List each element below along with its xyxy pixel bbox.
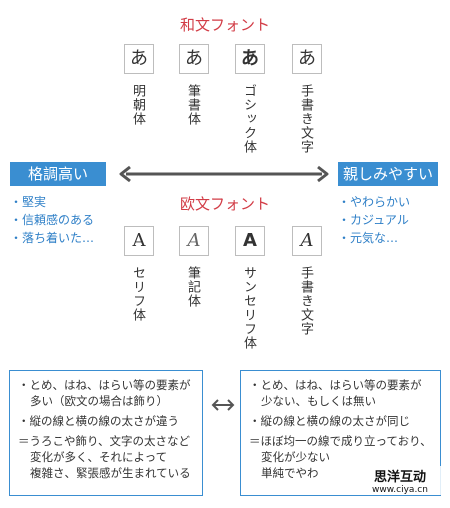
formal-note-2: ・縦の線と横の線の太さが違う bbox=[18, 414, 179, 428]
formal-notes-box: ・とめ、はね、はらい等の要素が 多い（欧文の場合は飾り） ・縦の線と横の線の太さ… bbox=[9, 370, 203, 496]
friendly-note-3: ＝ほぼ均一の線で成り立っており、 bbox=[249, 434, 432, 448]
friendly-note-1b: 少ない、もしくは無い bbox=[261, 394, 376, 408]
glyph-sans-serif: A bbox=[235, 226, 265, 256]
label-script: 筆記体 bbox=[185, 266, 200, 308]
friendly-trait: やわらかい bbox=[338, 193, 410, 211]
double-arrow-icon bbox=[119, 165, 329, 183]
friendly-traits: やわらかい カジュアル 元気な… bbox=[338, 193, 410, 247]
formal-traits: 堅実 信頼感のある 落ち着いた… bbox=[10, 193, 94, 247]
friendly-note-3b: 変化が少ない bbox=[261, 450, 330, 464]
friendly-badge: 親しみやすい bbox=[338, 162, 438, 186]
formal-trait: 堅実 bbox=[10, 193, 94, 211]
formal-trait: 信頼感のある bbox=[10, 211, 94, 229]
friendly-note-1: ・とめ、はね、はらい等の要素が bbox=[249, 378, 422, 392]
label-handwritten: 手書き文字 bbox=[298, 84, 313, 154]
western-fonts-title: 欧文フォント bbox=[179, 195, 270, 213]
formal-note-1: ・とめ、はね、はらい等の要素が bbox=[18, 378, 191, 392]
glyph-mincho: あ bbox=[124, 44, 154, 74]
watermark-url: www.ciya.cn bbox=[372, 485, 428, 495]
label-mincho: 明朝体 bbox=[130, 84, 145, 126]
formal-badge: 格調高い bbox=[10, 162, 106, 186]
glyph-gothic: あ bbox=[235, 44, 265, 74]
glyph-serif: A bbox=[124, 226, 154, 256]
label-gothic: ゴシック体 bbox=[241, 84, 256, 154]
label-hand-latin: 手書き文字 bbox=[298, 266, 313, 336]
watermark: 思洋互动 www.ciya.cn bbox=[352, 466, 448, 495]
glyph-script: A bbox=[179, 226, 209, 256]
glyph-handwritten: あ bbox=[292, 44, 322, 74]
friendly-note-2: ・縦の線と横の線の太さが同じ bbox=[249, 414, 410, 428]
friendly-note-3c: 単純でやわ bbox=[261, 466, 319, 480]
friendly-notes-box: ・とめ、はね、はらい等の要素が 少ない、もしくは無い ・縦の線と横の線の太さが同… bbox=[240, 370, 441, 496]
label-brush: 筆書体 bbox=[185, 84, 200, 126]
label-serif: セリフ体 bbox=[130, 266, 145, 322]
formal-note-3c: 複雑さ、緊張感が生まれている bbox=[30, 466, 191, 480]
japanese-fonts-title: 和文フォント bbox=[179, 16, 270, 34]
friendly-trait: 元気な… bbox=[338, 229, 410, 247]
formal-trait: 落ち着いた… bbox=[10, 229, 94, 247]
formal-note-3b: 変化が多く、それによって bbox=[30, 450, 168, 464]
formal-note-3: ＝うろこや飾り、文字の太さなど bbox=[18, 434, 191, 448]
formal-note-1b: 多い（欧文の場合は飾り） bbox=[30, 394, 168, 408]
glyph-brush: あ bbox=[179, 44, 209, 74]
label-sans-serif: サンセリフ体 bbox=[241, 266, 256, 350]
friendly-trait: カジュアル bbox=[338, 211, 410, 229]
compare-arrow-icon bbox=[211, 399, 235, 411]
glyph-hand-latin: A bbox=[292, 226, 322, 256]
watermark-name: 思洋互动 bbox=[373, 470, 426, 485]
